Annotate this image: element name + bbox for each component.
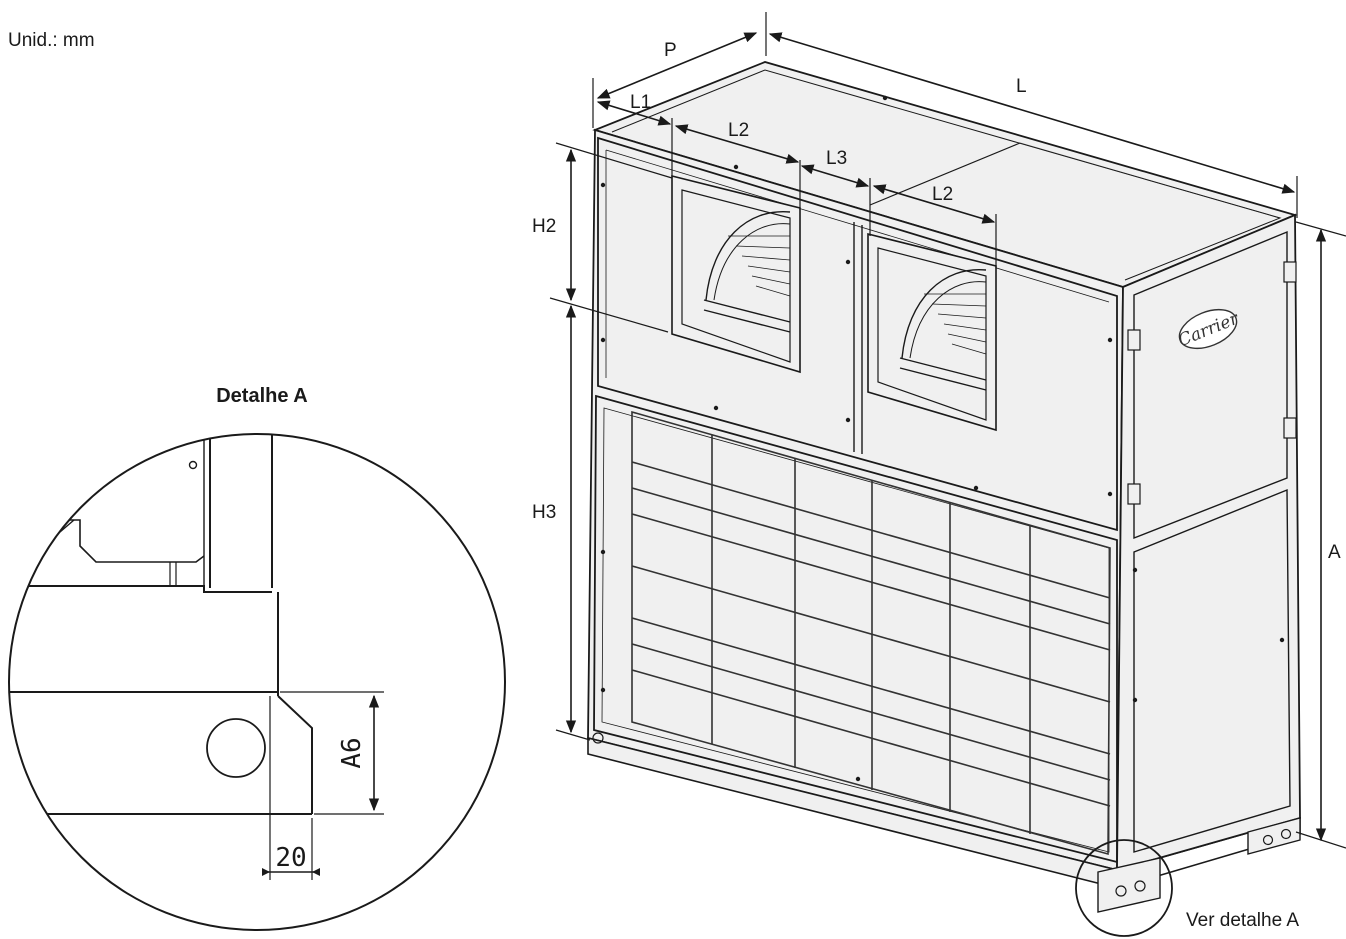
dim-l: L: [1016, 76, 1027, 97]
detail-title: Detalhe A: [216, 385, 308, 407]
ahu-unit: Carrier: [587, 61, 1301, 913]
fan-outlet-1: [671, 174, 801, 374]
detail-callout-circle: [1075, 839, 1173, 937]
detail-link: Ver detalhe A: [1186, 910, 1299, 931]
dim-h2: H2: [532, 216, 556, 237]
fan-outlet-2: [867, 232, 997, 432]
filter-grid: [631, 410, 1111, 856]
dim-h3: H3: [532, 502, 556, 523]
dim-a6: A6: [337, 737, 367, 768]
dim-a: A: [1328, 542, 1341, 563]
brand-logo-badge: [1178, 308, 1238, 350]
dim-20: 20: [275, 843, 306, 873]
dimensions: P L L1 L2 L3 L2 H2 H3 A: [532, 12, 1346, 849]
detail-a: A6 20: [8, 433, 506, 931]
dim-l2: L2: [728, 120, 749, 141]
dim-l2-second: L2: [932, 184, 953, 205]
units-note: Unid.: mm: [8, 30, 95, 51]
dim-l3: L3: [826, 148, 847, 169]
dim-l1: L1: [630, 92, 651, 113]
dim-p: P: [664, 40, 677, 61]
